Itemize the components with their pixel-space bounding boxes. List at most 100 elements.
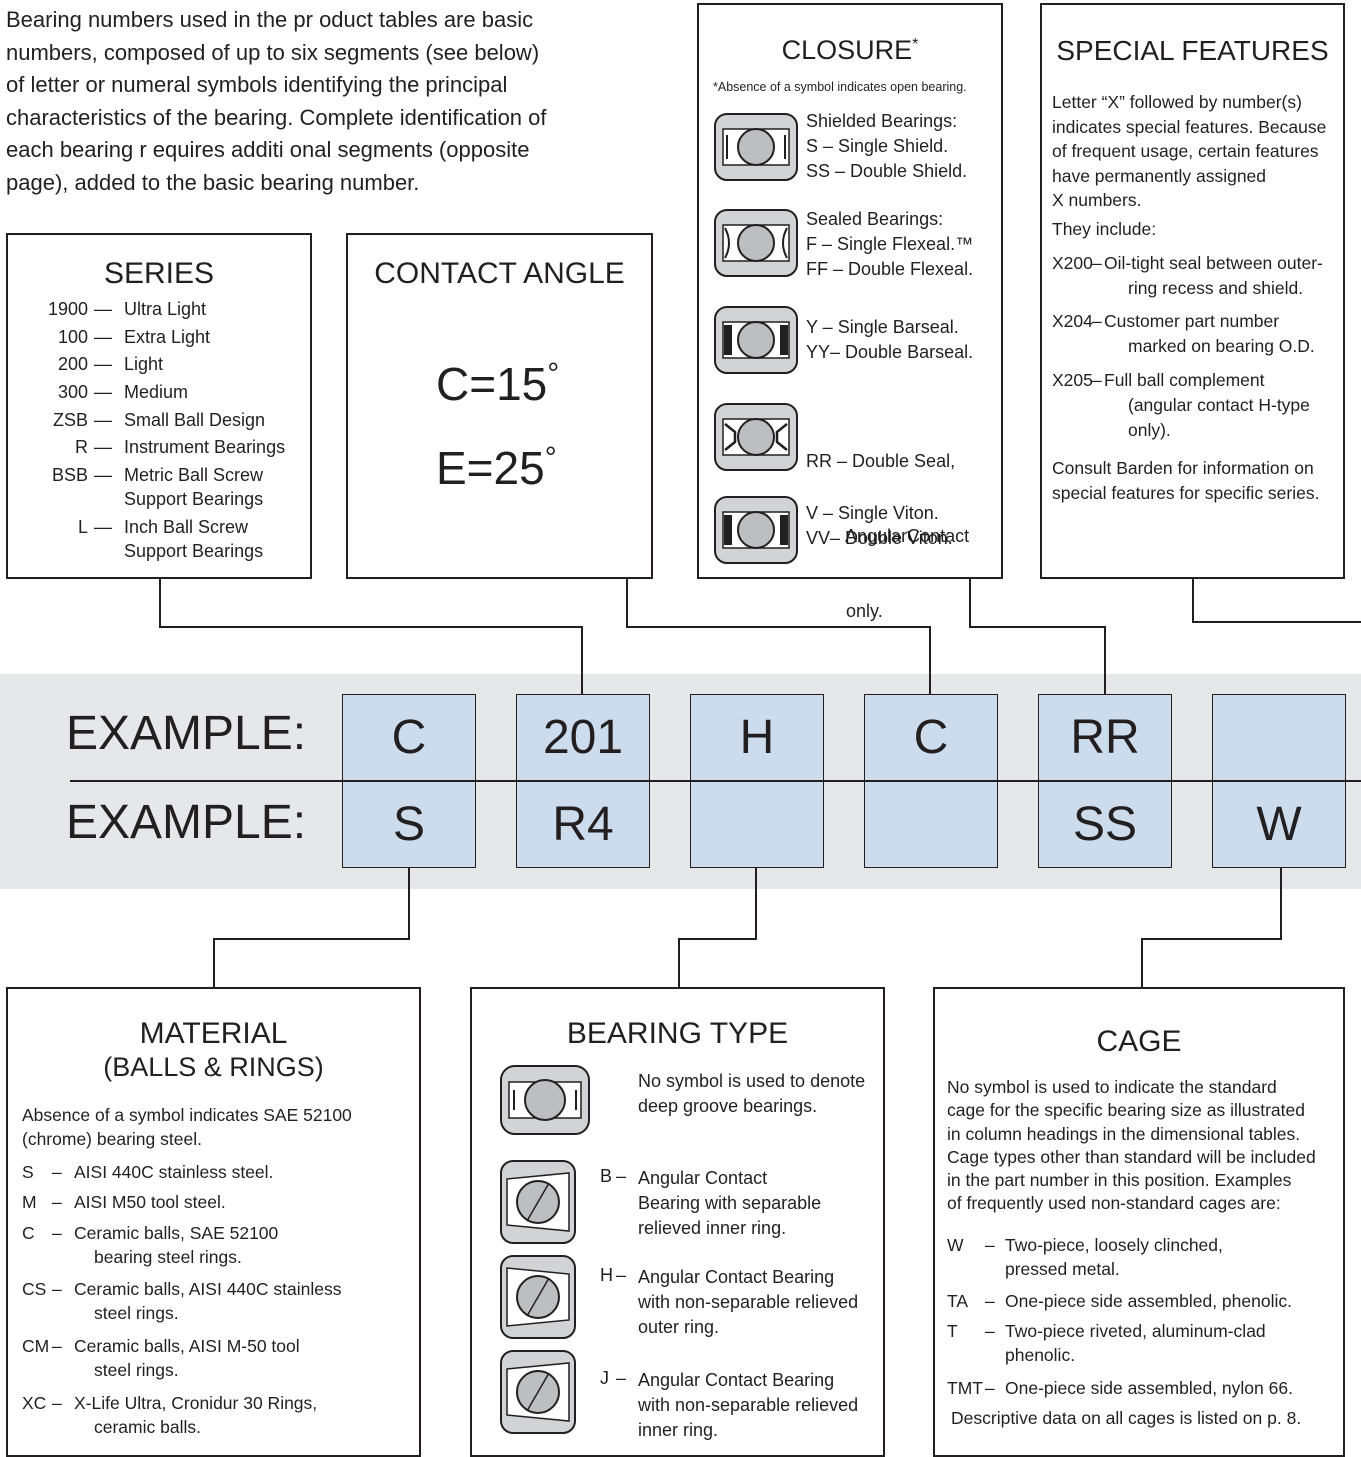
feature-code: X205 <box>1052 370 1093 390</box>
bearing-type-connector <box>678 868 757 988</box>
material-connector <box>213 868 410 988</box>
special-features-line: have permanently assigned <box>1052 165 1267 186</box>
closure-connector <box>969 578 1106 694</box>
special-features-line: X numbers. <box>1052 190 1142 210</box>
special-features-consult: Consult Barden for information on specia… <box>1052 456 1319 505</box>
bearing-type-b: Angular Contact Bearing with separable r… <box>638 1166 821 1241</box>
dash-glyph: — <box>94 354 112 374</box>
bearing-type-code: B <box>600 1166 613 1186</box>
example-cell-bearing-type <box>690 781 824 868</box>
material-code: C <box>22 1223 35 1243</box>
cage-code: TMT <box>947 1378 983 1398</box>
feature-code: X204 <box>1052 311 1093 331</box>
special-features-line: special features for specific series. <box>1052 482 1320 503</box>
material-code: CS <box>22 1279 47 1299</box>
series-desc: Support Bearings <box>124 489 264 509</box>
special-features-line: Consult Barden for information on <box>1052 458 1314 478</box>
series-desc: Light <box>124 354 164 374</box>
bearing-type-line: inner ring. <box>638 1420 719 1440</box>
cage-code: TA <box>947 1291 969 1311</box>
contact-angle-c: C=15° <box>436 357 559 411</box>
intro-line: numbers, composed of up to six segments … <box>6 39 540 65</box>
material-desc: AISI 440C stainless steel. <box>74 1162 274 1182</box>
special-features-line: indicates special features. Because <box>1052 116 1327 137</box>
dash-glyph: – <box>616 1368 627 1388</box>
feature-desc: Customer part number <box>1104 311 1280 331</box>
special-features-line: Letter “X” followed by number(s) <box>1052 92 1302 112</box>
material-line: Absence of a symbol indicates SAE 52100 <box>22 1105 352 1125</box>
feature-desc: ring recess and shield. <box>1128 278 1304 298</box>
sealed-bearing-icon <box>714 209 798 277</box>
series-code: ZSB <box>52 410 88 430</box>
material-para: Absence of a symbol indicates SAE 52100 … <box>22 1104 352 1151</box>
cage-line: in column headings in the dimensional ta… <box>947 1123 1301 1144</box>
closure-sealed: Sealed Bearings: F – Single Flexeal.™ FF… <box>806 207 973 282</box>
cage-code: W <box>947 1235 964 1255</box>
example-cell-material: S <box>342 781 476 868</box>
series-desc: Instrument Bearings <box>124 437 286 457</box>
cage-desc: Two-piece, loosely clinched, <box>1005 1235 1223 1255</box>
closure-title: CLOSURE* <box>699 35 1001 66</box>
dash-glyph: – <box>52 1162 62 1182</box>
dash-glyph: — <box>94 517 112 537</box>
closure-box: CLOSURE* *Absence of a symbol indicates … <box>697 3 1003 621</box>
dash-glyph: — <box>94 437 112 457</box>
bearing-type-line: outer ring. <box>638 1317 720 1337</box>
example-cell-cage: W <box>1212 781 1346 868</box>
bearing-type-line: with non-separable relieved <box>638 1292 859 1312</box>
closure-line: RR – Double Seal, <box>806 451 956 471</box>
dash-glyph: — <box>94 299 112 319</box>
series-code: 200 <box>57 354 88 374</box>
series-desc: Metric Ball Screw <box>124 465 264 485</box>
feature-desc: (angular contact H-type <box>1128 395 1310 415</box>
dash-glyph: – <box>52 1393 62 1413</box>
series-desc: Support Bearings <box>124 541 264 561</box>
double-seal-angular-icon <box>714 403 798 471</box>
example-label-row1: EXAMPLE: <box>66 707 307 760</box>
example-label-row2: EXAMPLE: <box>66 796 307 849</box>
series-desc: Small Ball Design <box>124 410 266 430</box>
angular-contact-h-icon <box>500 1255 576 1339</box>
cage-line: Cage types other than standard will be i… <box>947 1146 1316 1167</box>
cage-line: in the part number in this position. Exa… <box>947 1170 1292 1191</box>
bearing-type-box: BEARING TYPE No symbol is used to denote… <box>470 987 885 1457</box>
bearing-type-line: deep groove bearings. <box>638 1096 818 1116</box>
dash-glyph: – <box>616 1265 627 1285</box>
feature-code: X200 <box>1052 253 1093 273</box>
closure-title-text: CLOSURE <box>781 35 913 65</box>
series-desc: Ultra Light <box>124 299 207 319</box>
closure-line: AngularContact <box>806 526 970 546</box>
deep-groove-bearing-icon <box>500 1065 590 1135</box>
series-code: 1900 <box>47 299 88 319</box>
series-desc: Extra Light <box>124 327 211 347</box>
cage-para: No symbol is used to indicate the standa… <box>947 1076 1316 1216</box>
dash-glyph: — <box>94 410 112 430</box>
closure-title-mark: * <box>912 36 919 53</box>
material-code: XC <box>22 1393 47 1413</box>
special-features-title: SPECIAL FEATURES <box>1056 35 1329 66</box>
viton-bearing-icon <box>714 496 798 564</box>
bearing-type-h: Angular Contact Bearing with non-separab… <box>638 1265 858 1340</box>
degree-glyph: ° <box>544 441 557 475</box>
feature-desc: marked on bearing O.D. <box>1128 336 1315 356</box>
dash-glyph: – <box>985 1235 995 1255</box>
dash-glyph: – <box>1092 311 1102 331</box>
feature-desc: only). <box>1128 420 1171 440</box>
example-cell-closure: SS <box>1038 781 1172 868</box>
closure-line: S – Single Shield. <box>806 136 949 156</box>
closure-shielded: Shielded Bearings: S – Single Shield. SS… <box>806 109 967 184</box>
dash-glyph: – <box>1092 370 1102 390</box>
closure-line: VV– Double Viton. <box>806 528 953 548</box>
example-cell-contact-angle: C <box>864 694 998 781</box>
dash-glyph: – <box>52 1192 62 1212</box>
feature-desc: Full ball complement <box>1104 370 1265 390</box>
series-code: 300 <box>57 382 88 402</box>
dash-glyph: – <box>52 1223 62 1243</box>
bearing-type-j: Angular Contact Bearing with non-separab… <box>638 1368 858 1443</box>
bearing-type-line: with non-separable relieved <box>638 1395 859 1415</box>
cage-desc: One-piece side assembled, phenolic. <box>1005 1291 1292 1311</box>
dash-glyph: — <box>94 382 112 402</box>
material-line: (chrome) bearing steel. <box>22 1128 202 1149</box>
series-desc: Medium <box>124 382 189 402</box>
angular-contact-j-icon <box>500 1350 576 1434</box>
